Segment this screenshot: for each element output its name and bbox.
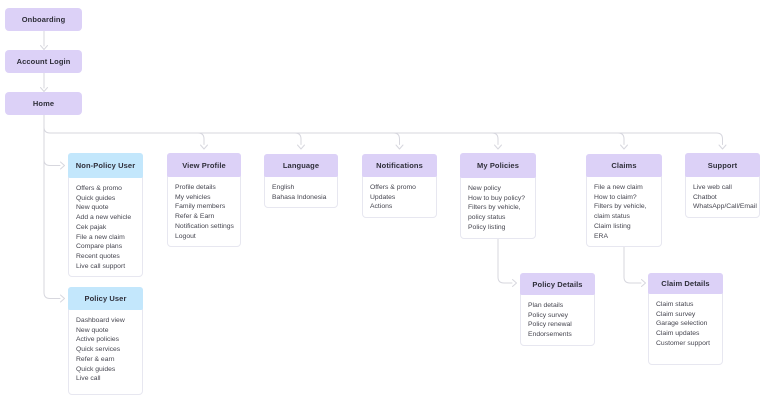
- list-item: My vehicles: [175, 193, 211, 201]
- card-item-list: Claim status Claim survey Garage selecti…: [649, 294, 722, 354]
- list-item: Claim status: [656, 301, 694, 308]
- list-item: Claim updates: [656, 330, 700, 338]
- list-item: Offers & promo: [370, 184, 416, 191]
- card-my-policies[interactable]: My Policies New policy How to buy policy…: [460, 153, 536, 239]
- node-onboarding[interactable]: Onboarding: [5, 8, 82, 31]
- card-item-list: Offers & promo Quick guides New quote Ad…: [69, 178, 142, 276]
- card-item-list: New policy How to buy policy? Filters by…: [461, 178, 535, 238]
- list-item: Bahasa Indonesia: [272, 193, 327, 201]
- card-view-profile[interactable]: View Profile Profile details My vehicles…: [167, 153, 241, 248]
- card-non-policy-user[interactable]: Non-Policy User Offers & promo Quick gui…: [68, 153, 143, 278]
- card-claim-details[interactable]: Claim Details Claim status Claim survey …: [648, 273, 723, 365]
- list-item: Notification settings: [175, 222, 234, 230]
- list-item: File a new claim: [594, 184, 643, 191]
- node-home[interactable]: Home: [5, 92, 82, 115]
- list-item: Cek pajak: [76, 223, 107, 231]
- card-item-list: Profile details My vehicles Family membe…: [168, 177, 240, 246]
- card-item-list: Dashboard view New quote Active policies…: [69, 310, 142, 389]
- card-title: Claims: [586, 154, 662, 177]
- node-account-login[interactable]: Account Login: [5, 50, 82, 73]
- card-claims[interactable]: Claims File a new claim How to claim? Fi…: [586, 154, 662, 248]
- card-item-list: Offers & promo Updates Actions: [363, 177, 436, 217]
- card-policy-user[interactable]: Policy User Dashboard view New quote Act…: [68, 287, 143, 395]
- list-item: WhatsApp/Call/Email: [693, 203, 757, 211]
- list-item: Claim listing: [594, 222, 631, 230]
- list-item: Add a new vehicle: [76, 214, 132, 222]
- card-title: Language: [264, 154, 338, 177]
- list-item: Recent quotes: [76, 252, 120, 260]
- list-item: Compare plans: [76, 243, 123, 251]
- card-title: Policy User: [68, 287, 143, 310]
- card-title: Non-Policy User: [68, 153, 143, 178]
- card-title: Policy Details: [520, 273, 595, 295]
- card-notifications[interactable]: Notifications Offers & promo Updates Act…: [362, 154, 437, 219]
- card-title: Claim Details: [648, 273, 723, 294]
- list-item: Refer & Earn: [175, 213, 215, 221]
- list-item: Actions: [370, 203, 393, 211]
- list-item: Refer & earn: [76, 355, 115, 363]
- list-item: Logout: [175, 232, 196, 240]
- list-item: Filters by vehicle, claim status: [594, 203, 647, 221]
- card-item-list: Live web call Chatbot WhatsApp/Call/Emai…: [686, 177, 759, 217]
- list-item: File a new claim: [76, 233, 125, 241]
- list-item: Policy survey: [528, 311, 569, 319]
- list-item: Dashboard view: [76, 317, 125, 324]
- card-language[interactable]: Language English Bahasa Indonesia: [264, 154, 338, 209]
- list-item: Offers & promo: [76, 185, 122, 192]
- card-item-list: English Bahasa Indonesia: [265, 177, 337, 207]
- list-item: English: [272, 184, 295, 191]
- list-item: Quick services: [76, 346, 121, 354]
- list-item: ERA: [594, 232, 608, 240]
- list-item: Endorsements: [528, 331, 572, 339]
- card-item-list: Plan details Policy survey Policy renewa…: [521, 295, 594, 345]
- list-item: Policy listing: [468, 223, 506, 231]
- list-item: Claim survey: [656, 310, 696, 318]
- list-item: How to claim?: [594, 193, 637, 201]
- list-item: Profile details: [175, 184, 216, 191]
- list-item: Garage selection: [656, 320, 708, 328]
- list-item: New quote: [76, 204, 109, 212]
- card-support[interactable]: Support Live web call Chatbot WhatsApp/C…: [685, 153, 760, 219]
- list-item: New policy: [468, 185, 501, 192]
- list-item: Active policies: [76, 336, 120, 344]
- list-item: Plan details: [528, 302, 564, 309]
- list-item: Live call: [76, 375, 101, 383]
- list-item: Live web call: [693, 184, 732, 191]
- list-item: Quick guides: [76, 194, 116, 202]
- card-title: Notifications: [362, 154, 437, 177]
- list-item: Family members: [175, 203, 226, 211]
- list-item: Filters by vehicle, policy status: [468, 204, 521, 222]
- list-item: Chatbot: [693, 193, 717, 201]
- card-item-list: File a new claim How to claim? Filters b…: [587, 177, 661, 246]
- list-item: Quick guides: [76, 365, 116, 373]
- list-item: New quote: [76, 326, 109, 334]
- list-item: Updates: [370, 193, 396, 201]
- list-item: Customer support: [656, 339, 711, 347]
- list-item: Live call support: [76, 262, 126, 270]
- card-title: View Profile: [167, 153, 241, 177]
- card-title: My Policies: [460, 153, 536, 178]
- card-title: Support: [685, 153, 760, 177]
- list-item: How to buy policy?: [468, 194, 526, 202]
- card-policy-details[interactable]: Policy Details Plan details Policy surve…: [520, 273, 595, 346]
- list-item: Policy renewal: [528, 321, 572, 329]
